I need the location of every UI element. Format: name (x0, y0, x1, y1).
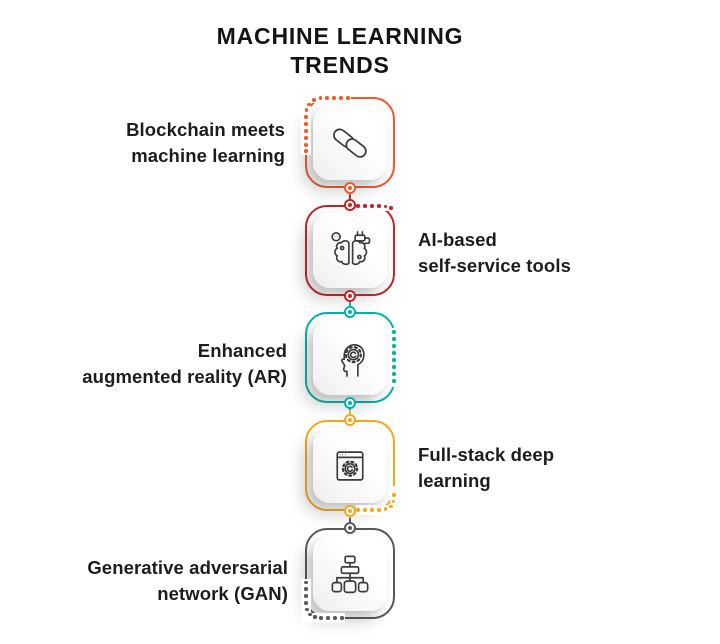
corner-dot (383, 507, 388, 511)
corner-dot (383, 204, 388, 209)
corner-dot (370, 508, 374, 512)
hierarchy-icon (331, 555, 369, 593)
corner-dot (356, 508, 360, 512)
corner-dot (392, 365, 396, 369)
corner-dot (392, 337, 396, 341)
corner-dot (392, 372, 396, 376)
corner-dot (392, 351, 396, 355)
head-gear-icon (340, 343, 365, 377)
corner-dot (312, 98, 316, 102)
trend-node-deep-learning (305, 410, 400, 521)
corner-dot (304, 143, 308, 147)
corner-dot (304, 115, 308, 119)
corner-dot (326, 616, 330, 620)
corner-dot (304, 587, 308, 591)
brain-plug-icon (331, 230, 371, 265)
icon-card (313, 105, 387, 180)
corner-dot (318, 96, 323, 100)
corner-dot (392, 358, 396, 362)
connector-ring (344, 505, 356, 517)
icon-card (313, 536, 387, 611)
connector-ring (344, 306, 356, 318)
trend-node-ar (305, 302, 400, 413)
corner-dot (340, 616, 344, 620)
chain-link-icon (333, 128, 367, 158)
corner-dot (305, 607, 309, 612)
corner-dot (304, 122, 308, 126)
corner-dot (308, 612, 312, 617)
corner-dot (389, 206, 393, 210)
corner-dot (377, 508, 381, 512)
corner-dot (304, 601, 308, 605)
corner-dot (389, 504, 393, 509)
trend-node-ai-tools (305, 195, 395, 306)
trend-label-ar: Enhanced augmented reality (AR) (82, 340, 287, 387)
connector-ring (344, 290, 356, 302)
icon-card (313, 320, 387, 395)
icon-card (313, 213, 387, 288)
corner-dot (392, 344, 396, 348)
icon-card (313, 428, 387, 503)
corner-dot (377, 204, 381, 208)
corner-dot (313, 615, 317, 619)
corner-dot (333, 616, 337, 620)
corner-dot (304, 136, 308, 140)
corner-dot (304, 580, 308, 585)
corner-dot (370, 204, 374, 208)
page-title: MACHINE LEARNING TRENDS (216, 23, 464, 78)
corner-dot (363, 508, 367, 512)
corner-dot (363, 204, 367, 208)
connector-ring (344, 397, 356, 409)
corner-dot (356, 204, 360, 208)
corner-dot (304, 149, 308, 153)
connector-ring (344, 414, 356, 426)
corner-dot (304, 594, 308, 598)
connector-ring (344, 182, 356, 194)
corner-dot (392, 330, 396, 334)
corner-dot (304, 108, 309, 112)
corner-dot (319, 616, 323, 620)
corner-dot (392, 379, 396, 383)
corner-dot (304, 129, 308, 133)
corner-dot (346, 96, 350, 100)
browser-gear-icon (336, 450, 364, 481)
corner-dot (332, 96, 336, 100)
trend-label-blockchain: Blockchain meets machine learning (126, 119, 285, 166)
corner-dot (392, 493, 396, 497)
trend-label-ai-tools: AI-based self-service tools (418, 229, 571, 276)
trend-label-gan: Generative adversarial network (GAN) (87, 557, 288, 604)
corner-dot (339, 96, 343, 100)
trend-node-gan (301, 518, 395, 623)
connector-ring (344, 199, 356, 211)
trend-node-blockchain (301, 93, 395, 198)
trend-label-deep-learning: Full-stack deep learning (418, 444, 555, 491)
connector-ring (344, 522, 356, 534)
corner-dot (391, 499, 396, 504)
corner-dot (307, 102, 311, 107)
corner-dot (325, 96, 329, 100)
